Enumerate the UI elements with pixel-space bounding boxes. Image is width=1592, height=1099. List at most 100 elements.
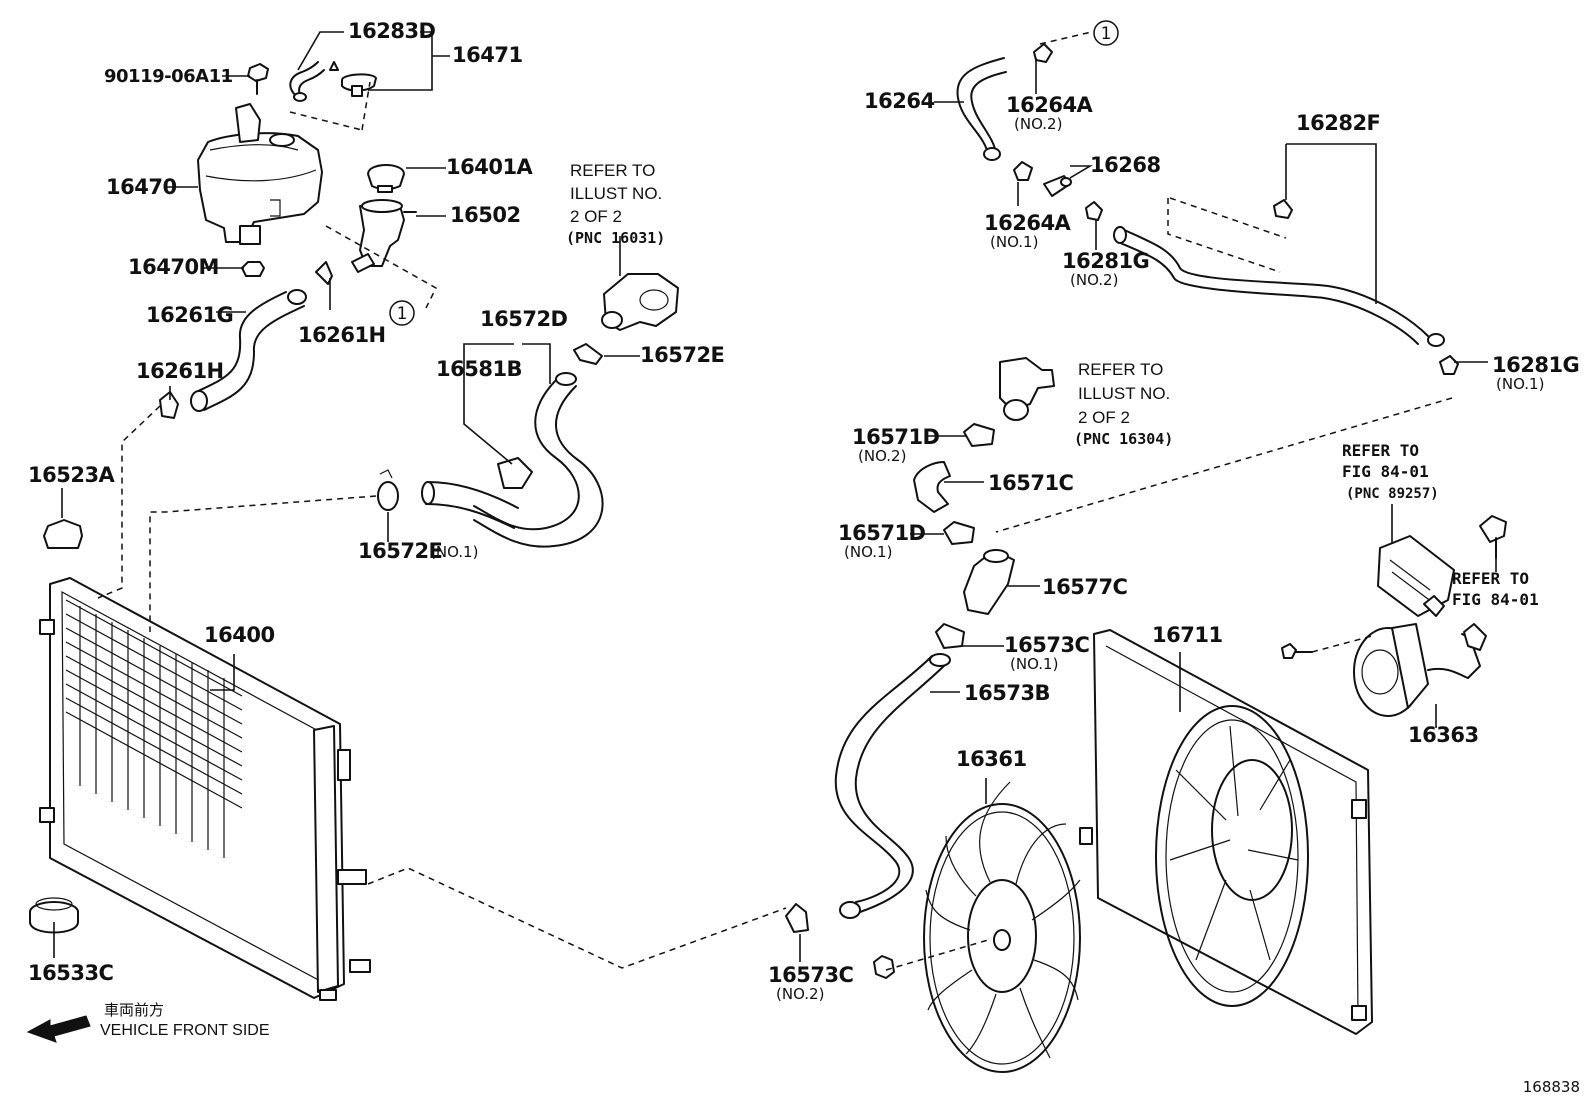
- label-16573C-no1: 16573C: [1004, 633, 1090, 657]
- label-16470: 16470: [106, 175, 177, 199]
- svg-text:2 OF 2: 2 OF 2: [570, 207, 622, 226]
- label-16577C: 16577C: [1042, 575, 1128, 599]
- direction-label-jp: 車両前方: [104, 1001, 164, 1019]
- label-16471: 16471: [452, 43, 523, 67]
- hose-16571C-drawing: [913, 461, 951, 513]
- label-16581B: 16581B: [436, 357, 522, 381]
- clamp-16264A-no1-drawing: [1013, 161, 1033, 181]
- label-16264A-no2: 16264A: [1006, 93, 1094, 117]
- callout-circle-left: 1: [389, 300, 415, 326]
- label-16571D-no2-note: (NO.2): [858, 447, 906, 465]
- label-16400: 16400: [204, 623, 275, 647]
- clamp-16571D-no1-drawing: [943, 521, 975, 545]
- clamp-16572E-drawing: [573, 343, 603, 365]
- svg-text:FIG 84-01: FIG 84-01: [1452, 590, 1539, 609]
- label-16264A-no1: 16264A: [984, 211, 1072, 235]
- label-16571D-no1-note: (NO.1): [844, 543, 892, 561]
- leader-lines: [53, 31, 1497, 962]
- label-16281G-no1-note: (NO.1): [1496, 375, 1544, 393]
- svg-text:2 OF 2: 2 OF 2: [1078, 408, 1130, 427]
- label-16523A: 16523A: [28, 463, 116, 487]
- vehicle-front-arrow: [26, 1015, 91, 1043]
- clamp-16571D-no2-drawing: [963, 423, 995, 447]
- label-16573C-no2-note: (NO.2): [776, 985, 824, 1003]
- hose-16261G-drawing: [190, 289, 307, 412]
- hose-16283D-drawing: [289, 61, 325, 102]
- hose-16572D-drawing: [473, 372, 604, 548]
- clamp-16573C-no1-drawing: [935, 623, 965, 649]
- label-16571D-no1: 16571D: [838, 521, 926, 545]
- label-16261H-upper: 16261H: [298, 323, 386, 347]
- label-16470M: 16470M: [128, 255, 219, 279]
- dashed-leaders: [97, 29, 1453, 971]
- svg-text:REFER TO: REFER TO: [570, 161, 655, 180]
- thermostat-housing-drawing: [601, 273, 679, 331]
- bolt-90119-drawing: [247, 63, 269, 95]
- callout-circle-top-right: 1: [1093, 20, 1119, 46]
- shroud-16711-drawing: [1079, 629, 1373, 1035]
- connector-16268-drawing: [1043, 175, 1072, 197]
- motor-16363-drawing: [1353, 623, 1487, 717]
- label-16264: 16264: [864, 89, 935, 113]
- clip-16261H-lower-drawing: [159, 391, 179, 419]
- clamp-16281G-no1-drawing: [1439, 355, 1459, 375]
- grommet-16470M-drawing: [241, 261, 265, 277]
- clip-16283D-drawing: [329, 61, 339, 71]
- direction-label-en: VEHICLE FRONT SIDE: [100, 1022, 270, 1039]
- label-16572E-no1: 16572E: [358, 539, 442, 563]
- svg-text:(PNC 16031): (PNC 16031): [566, 229, 665, 247]
- diagram-id: 168838: [1523, 1078, 1580, 1096]
- fan-16361-drawing: [923, 781, 1081, 1073]
- hose-16581B-drawing: [421, 457, 533, 529]
- label-16261H-lower: 16261H: [136, 359, 224, 383]
- bolt-fig84-drawing: [1479, 515, 1507, 559]
- filler-neck-16502-drawing: [351, 199, 417, 273]
- label-16571D-no2: 16571D: [852, 425, 940, 449]
- label-16573C-no2: 16573C: [768, 963, 854, 987]
- clamp-16572E-no1-drawing: [377, 469, 399, 511]
- label-16572E: 16572E: [640, 343, 724, 367]
- clamp-16573C-no2-drawing: [785, 903, 809, 933]
- label-16573C-no1-note: (NO.1): [1010, 655, 1058, 673]
- controller-89257-drawing: [1377, 535, 1455, 617]
- cap-16401A-drawing: [367, 164, 405, 193]
- label-16572D: 16572D: [480, 307, 568, 331]
- svg-text:REFER TO: REFER TO: [1452, 569, 1529, 588]
- water-inlet-drawing: [999, 357, 1055, 421]
- ref-fig84-a: REFER TO FIG 84-01 (PNC 89257): [1342, 441, 1439, 502]
- hose-16282F-drawing: [1113, 199, 1445, 347]
- label-16282F: 16282F: [1296, 111, 1380, 135]
- label-16572E-no1-note: (NO.1): [430, 543, 478, 561]
- label-16268: 16268: [1090, 153, 1161, 177]
- clip-16261H-upper-drawing: [315, 261, 333, 285]
- label-90119-06A11: 90119-06A11: [104, 66, 233, 87]
- svg-text:(PNC 89257): (PNC 89257): [1346, 486, 1439, 502]
- cap-16471-drawing: [341, 73, 377, 97]
- svg-text:(PNC 16304): (PNC 16304): [1074, 430, 1173, 448]
- label-16401A: 16401A: [446, 155, 534, 179]
- label-16264A-no2-note: (NO.2): [1014, 115, 1062, 133]
- pipe-16577C-drawing: [963, 549, 1015, 615]
- clamp-16281G-no2-drawing: [1085, 201, 1103, 221]
- svg-text:ILLUST NO.: ILLUST NO.: [570, 184, 662, 203]
- reservoir-tank-16470-drawing: [197, 103, 323, 245]
- nut-drawing: [873, 955, 895, 979]
- cap-16523A-drawing: [43, 519, 83, 549]
- label-16283D: 16283D: [348, 19, 436, 43]
- ref-thermostat: REFER TO ILLUST NO. 2 OF 2 (PNC 16031): [566, 161, 665, 247]
- label-16571C: 16571C: [988, 471, 1074, 495]
- label-16281G-no2-note: (NO.2): [1070, 271, 1118, 289]
- svg-text:1: 1: [1101, 24, 1112, 44]
- ref-fig84-b: REFER TO FIG 84-01: [1452, 569, 1539, 609]
- label-16363: 16363: [1408, 723, 1479, 747]
- hose-16264-drawing: [956, 57, 1007, 161]
- svg-text:ILLUST NO.: ILLUST NO.: [1078, 384, 1170, 403]
- svg-text:REFER TO: REFER TO: [1342, 441, 1419, 460]
- label-16533C: 16533C: [28, 961, 114, 985]
- svg-text:FIG 84-01: FIG 84-01: [1342, 462, 1429, 481]
- label-16261G: 16261G: [146, 303, 233, 327]
- hose-16573B-drawing: [834, 653, 951, 919]
- label-16711: 16711: [1152, 623, 1223, 647]
- ref-inlet: REFER TO ILLUST NO. 2 OF 2 (PNC 16304): [1074, 360, 1173, 448]
